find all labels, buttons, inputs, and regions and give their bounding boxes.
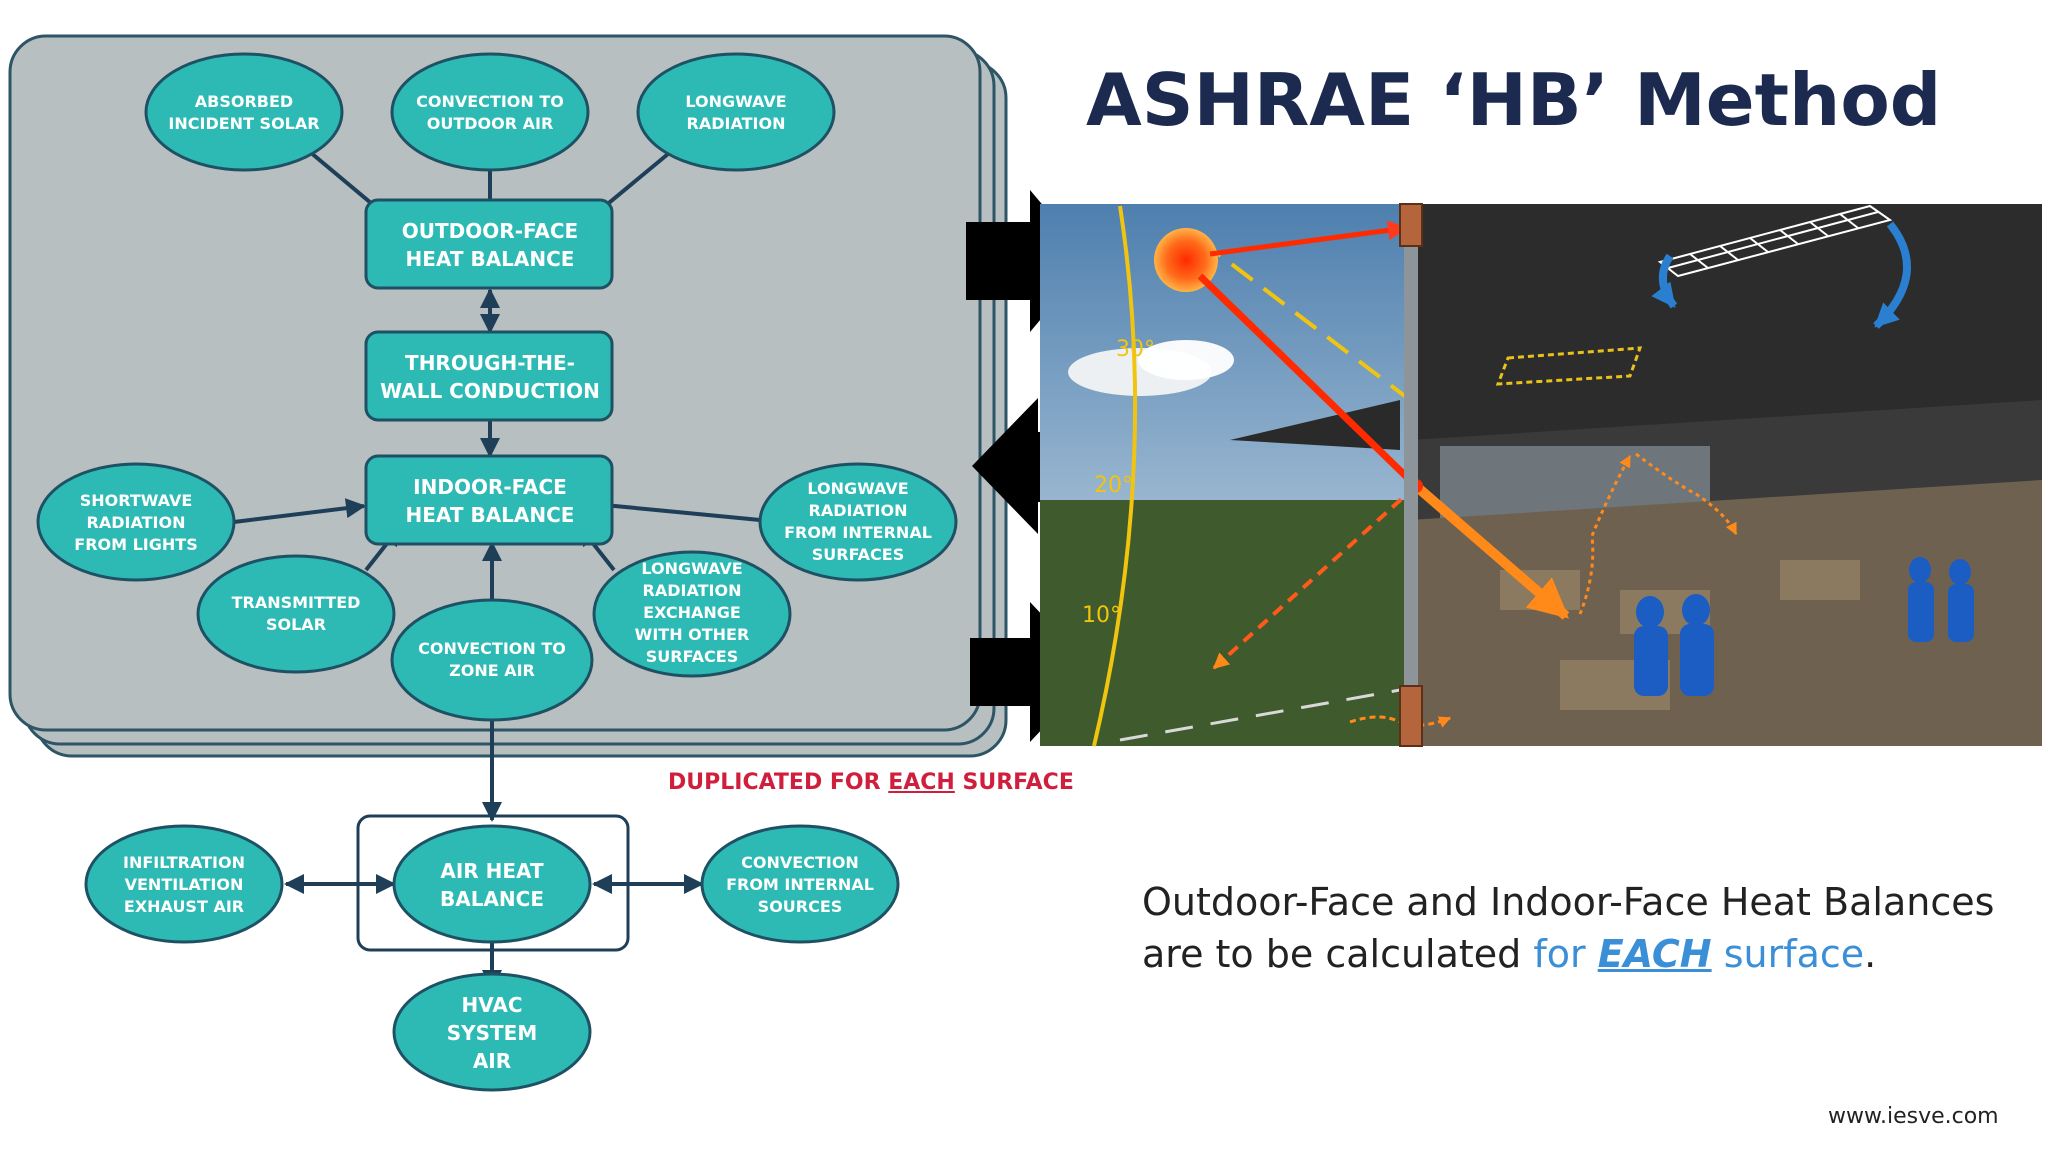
scene-desk-3 (1780, 560, 1860, 600)
node-air-heat-balance (392, 824, 592, 944)
scene-wall-brick-top (1399, 203, 1423, 247)
angle-label-30: 30° (1116, 337, 1155, 362)
scene-cloud-2 (1138, 340, 1234, 380)
summary-line-2-text: are to be calculated (1142, 932, 1534, 976)
summary-line-2: are to be calculated for EACH surface. (1142, 928, 2022, 980)
scene-ceiling (1410, 204, 2042, 440)
node-outdoor-face (364, 198, 614, 290)
scene-floor (1410, 480, 2042, 746)
scene-longwave-zigzag-1 (1578, 454, 1632, 615)
duplicated-note: DUPLICATED FOR EACH SURFACE (668, 770, 1074, 795)
scene-floor-diffuser (1495, 346, 1643, 386)
scene-shade-device (1230, 400, 1400, 450)
node-longwave-exchange (592, 550, 792, 678)
duplicated-emphasis: EACH (888, 770, 955, 795)
summary-line-1: Outdoor-Face and Indoor-Face Heat Balanc… (1142, 880, 1995, 924)
node-longwave-internal (758, 462, 958, 582)
room-scene: 30° 20° 10° (1040, 203, 2042, 747)
scene-person-1-head (1636, 596, 1664, 628)
scene-person-4 (1948, 584, 1974, 642)
summary-period: . (1864, 932, 1877, 976)
summary-for: for (1533, 932, 1598, 976)
scene-wall-brick-bottom (1399, 685, 1423, 747)
scene-person-4-head (1949, 559, 1971, 585)
node-shortwave-lights (36, 462, 236, 582)
scene-transmitted-ray (1412, 482, 1570, 620)
scene-reflected-ray (1212, 484, 1418, 670)
node-convection-internal (700, 824, 900, 944)
slide-title: ASHRAE ‘HB’ Method (1086, 58, 1942, 142)
node-absorbed-solar (144, 52, 344, 172)
summary-each: EACH (1597, 932, 1712, 976)
scene-wall-section (1404, 204, 1418, 746)
scene-person-2-head (1682, 594, 1710, 626)
scene-sun-to-window-ray (1197, 273, 1419, 489)
scene-person-3 (1908, 582, 1934, 642)
scene-ground-line (1119, 688, 1401, 742)
scene-person-3-head (1909, 557, 1931, 583)
angle-label-20: 20° (1094, 473, 1133, 498)
node-through-wall-label: THROUGH-THE-WALL CONDUCTION (380, 351, 600, 403)
arrow-lw-internal-to-indoor (592, 495, 761, 522)
scene-airflow-left (1651, 253, 1678, 309)
black-arrow-right-bottom (970, 602, 1096, 742)
air-balance-frame (356, 814, 630, 952)
node-through-wall (364, 330, 614, 422)
duplicated-prefix: DUPLICATED FOR (668, 770, 889, 795)
scene-airflow-right (1873, 221, 1912, 329)
scene-person-2 (1680, 624, 1714, 696)
node-longwave-radiation (636, 52, 836, 172)
duplicated-suffix: SURFACE (954, 770, 1074, 795)
node-convection-zone (390, 598, 594, 722)
node-hvac (392, 972, 592, 1092)
scene-longwave-zigzag-2 (1635, 452, 1738, 536)
angle-label-10: 10° (1082, 603, 1121, 628)
node-convection-outdoor (390, 52, 590, 172)
scene-person-1 (1634, 626, 1668, 696)
scene-sun-path (1092, 205, 1138, 747)
arrow-shortwave-to-indoor (233, 498, 366, 524)
scene-light-fixture (1657, 204, 1893, 278)
scene-solar-altitude-line (1198, 238, 1412, 402)
summary-note: Outdoor-Face and Indoor-Face Heat Balanc… (1142, 876, 2022, 980)
website-link[interactable]: www.iesve.com (1828, 1104, 1999, 1129)
node-infiltration (84, 824, 284, 944)
node-transmitted-solar (196, 554, 396, 674)
summary-surface: surface (1711, 932, 1865, 976)
scene-sun-to-wall-ray (1209, 220, 1408, 257)
node-indoor-face (364, 454, 614, 546)
